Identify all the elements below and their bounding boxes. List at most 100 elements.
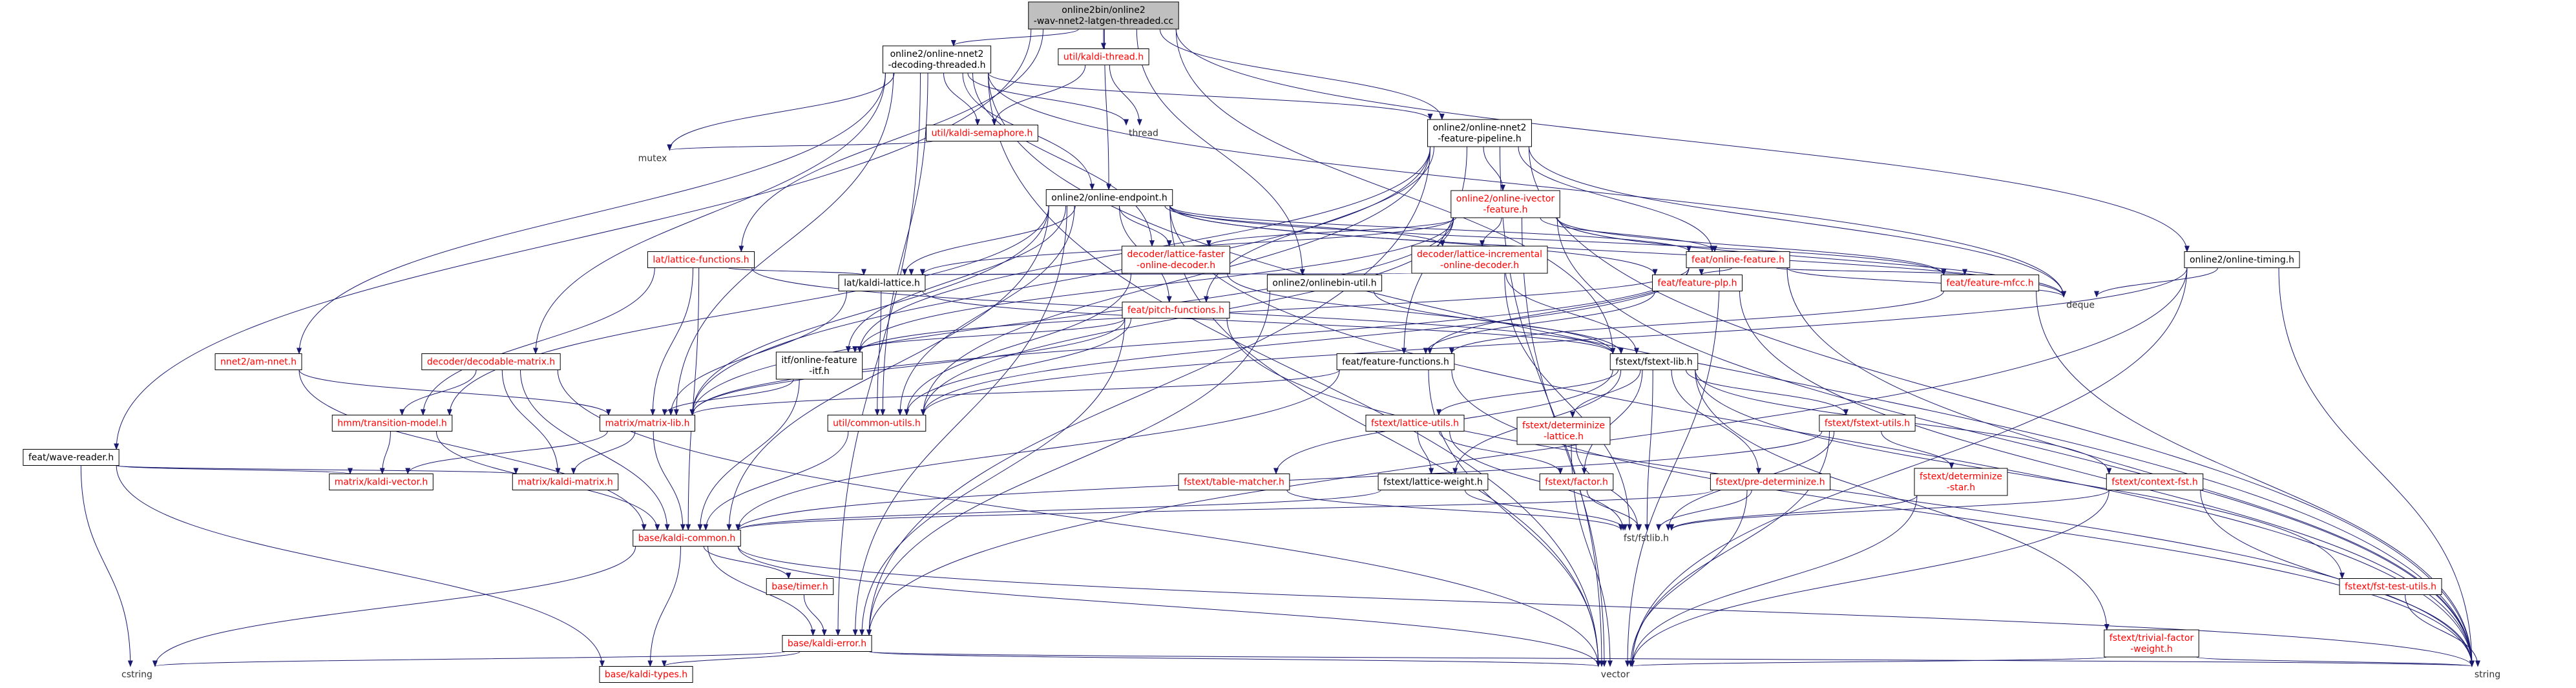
node-kaldi-vector[interactable]: matrix/kaldi-vector.h: [329, 474, 434, 490]
node-box: [1940, 275, 2040, 291]
edge-decodable-matrix-to-vector: [557, 370, 1601, 667]
edge-dec-threaded-to-common-utils: [880, 72, 928, 416]
node-common-utils[interactable]: util/common-utils.h: [827, 415, 927, 432]
node-feat-pipeline[interactable]: online2/online-nnet2-feature-pipeline.h: [1427, 119, 1532, 147]
node-label: online2/onlinebin-util.h: [1272, 278, 1376, 289]
node-determinize-lattice[interactable]: fstext/determinize-lattice.h: [1516, 417, 1611, 445]
edge-online-feature-to-feature-functions: [1427, 267, 1690, 355]
node-label: feat/feature-mfcc.h: [1946, 278, 2033, 289]
node-decodable-matrix[interactable]: decoder/decodable-matrix.h: [421, 353, 561, 370]
edge-fstext-utils-to-determinize-star: [1881, 431, 1954, 469]
node-online-feature[interactable]: feat/online-feature.h: [1686, 251, 1790, 268]
node-fst-test-utils[interactable]: fstext/fst-test-utils.h: [2339, 578, 2442, 595]
node-box: [2104, 629, 2199, 658]
edge-online-feature-itf-to-kaldi-common: [697, 379, 800, 531]
node-table-matcher[interactable]: fstext/table-matcher.h: [1178, 474, 1290, 490]
node-online-endpoint[interactable]: online2/online-endpoint.h: [1045, 189, 1173, 206]
node-matrix-lib[interactable]: matrix/matrix-lib.h: [599, 415, 696, 432]
edge-lattice-incremental-to-kaldi-lattice: [922, 268, 1415, 276]
node-kaldi-semaphore[interactable]: util/kaldi-semaphore.h: [926, 125, 1038, 141]
node-onlinebin-util[interactable]: online2/onlinebin-util.h: [1266, 275, 1383, 291]
node-kaldi-error[interactable]: base/kaldi-error.h: [782, 635, 872, 652]
node-box: [1122, 302, 1230, 318]
edge-online-endpoint-to-kaldi-common: [726, 205, 1049, 531]
node-kaldi-thread[interactable]: util/kaldi-thread.h: [1058, 48, 1149, 65]
edge-dec-threaded-to-decodable-matrix: [533, 72, 886, 355]
edge-ivector-feature-to-matrix-lib: [689, 217, 1454, 416]
node-kaldi-matrix[interactable]: matrix/kaldi-matrix.h: [512, 474, 619, 490]
edge-online-endpoint-to-kaldi-error: [852, 205, 1067, 636]
node-box: [882, 45, 992, 74]
node-pitch-functions[interactable]: feat/pitch-functions.h: [1122, 302, 1230, 318]
edge-kaldi-lattice-to-matrix-lib: [668, 291, 848, 416]
edge-lattice-functions-to-matrix-lib: [650, 267, 694, 416]
node-factor[interactable]: fstext/factor.h: [1539, 474, 1614, 490]
node-feature-plp[interactable]: feat/feature-plp.h: [1652, 275, 1743, 291]
edge-decodable-matrix-to-kaldi-common: [519, 370, 670, 531]
node-label: feat/online-feature.h: [1691, 255, 1785, 266]
node-label: base/kaldi-types.h: [605, 670, 687, 680]
edge-factor-to-fst-fstlib: [1586, 490, 1642, 531]
node-feature-functions[interactable]: feat/feature-functions.h: [1336, 353, 1455, 370]
node-fstext-lib[interactable]: fstext/fstext-lib.h: [1609, 353, 1699, 370]
node-kaldi-lattice[interactable]: lat/kaldi-lattice.h: [838, 275, 926, 291]
node-context-fst[interactable]: fstext/context-fst.h: [2106, 474, 2204, 490]
node-dec-threaded[interactable]: online2/online-nnet2-decoding-threaded.h: [882, 45, 992, 74]
node-box: [775, 351, 863, 380]
edge-online-feature-to-deque: [1786, 267, 2066, 298]
node-label: -online-decoder.h: [1136, 260, 1215, 271]
node-box: [2339, 578, 2442, 595]
edge-online-endpoint-to-common-utils: [897, 205, 1075, 416]
node-nnet2-am[interactable]: nnet2/am-nnet.h: [215, 353, 302, 370]
node-kaldi-types[interactable]: base/kaldi-types.h: [599, 666, 693, 683]
node-box: [23, 449, 120, 466]
edge-lattice-incremental-to-fstext-lib: [1505, 273, 1639, 355]
node-box: [1427, 119, 1532, 147]
node-transition-model[interactable]: hmm/transition-model.h: [331, 415, 453, 432]
edge-kaldi-common-to-kaldi-types: [647, 546, 682, 667]
node-trivial-factor[interactable]: fstext/trivial-factor-weight.h: [2104, 629, 2199, 658]
edge-dec-threaded-to-deque: [988, 72, 2066, 298]
edge-trivial-factor-to-string: [2195, 656, 2475, 667]
node-label: online2/online-ivector: [1456, 194, 1555, 204]
node-wave-reader[interactable]: feat/wave-reader.h: [23, 449, 120, 466]
node-root[interactable]: online2bin/online2-wav-nnet2-latgen-thre…: [1028, 1, 1179, 30]
node-lattice-utils[interactable]: fstext/lattice-utils.h: [1365, 415, 1465, 432]
node-ivector-feature[interactable]: online2/online-ivector-feature.h: [1450, 190, 1560, 218]
node-kaldi-common[interactable]: base/kaldi-common.h: [633, 530, 741, 547]
node-thread: thread: [1129, 129, 1158, 139]
node-online-timing[interactable]: online2/online-timing.h: [2184, 251, 2300, 268]
node-label: mutex: [638, 154, 667, 164]
node-box: [329, 474, 434, 490]
node-determinize-star[interactable]: fstext/determinize-star.h: [1914, 468, 2008, 496]
node-lattice-faster[interactable]: decoder/lattice-faster-online-decoder.h: [1121, 245, 1231, 274]
node-lattice-weight[interactable]: fstext/lattice-weight.h: [1377, 474, 1489, 490]
node-label: -decoding-threaded.h: [888, 60, 985, 70]
node-label: online2/online-timing.h: [2190, 255, 2294, 266]
edge-feat-pipeline-to-online-feature: [1518, 146, 1715, 253]
node-label: online2/online-endpoint.h: [1051, 193, 1167, 203]
node-box: [421, 353, 561, 370]
edge-kaldi-common-to-timer: [703, 546, 791, 579]
node-label: feat/wave-reader.h: [28, 453, 114, 463]
edge-root-to-lattice-functions: [738, 28, 1044, 253]
edge-feature-functions-to-string: [1451, 370, 2475, 667]
edge-wave-reader-to-kaldi-vector: [116, 465, 353, 475]
edge-lattice-functions-to-transition-model: [420, 267, 655, 416]
edge-feature-mfcc-to-feature-functions: [1449, 291, 1944, 355]
node-pre-determinize[interactable]: fstext/pre-determinize.h: [1710, 474, 1831, 490]
edge-lattice-utils-to-lattice-weight: [1417, 431, 1434, 475]
edge-kaldi-semaphore-to-mutex: [667, 141, 933, 151]
node-online-feature-itf[interactable]: itf/online-feature-itf.h: [775, 351, 863, 380]
edge-online-endpoint-to-string: [1169, 205, 2475, 667]
node-timer[interactable]: base/timer.h: [766, 578, 834, 595]
node-label: feat/pitch-functions.h: [1127, 306, 1224, 316]
edge-online-timing-to-string: [2278, 267, 2475, 667]
node-lattice-functions[interactable]: lat/lattice-functions.h: [647, 251, 755, 268]
node-label: decoder/lattice-incremental: [1417, 249, 1542, 260]
node-lattice-incremental[interactable]: decoder/lattice-incremental-online-decod…: [1411, 245, 1548, 274]
node-fstext-utils[interactable]: fstext/fstext-utils.h: [1819, 415, 1916, 432]
edge-root-to-feat-pipeline: [1159, 28, 1445, 120]
edge-feat-pipeline-to-kaldi-error: [866, 146, 1431, 636]
node-feature-mfcc[interactable]: feat/feature-mfcc.h: [1940, 275, 2040, 291]
